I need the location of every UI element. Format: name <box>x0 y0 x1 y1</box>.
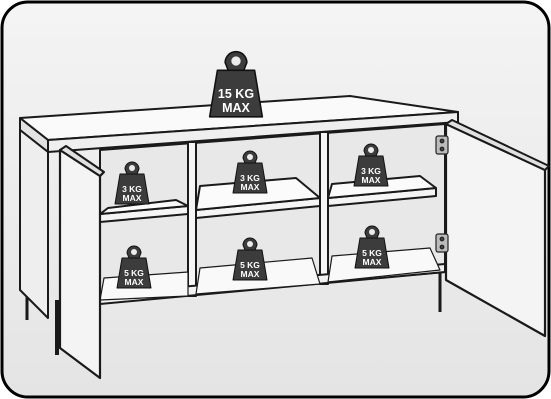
weight-upper-center-label-line2: MAX <box>241 182 260 192</box>
hinge-lower-icon <box>435 233 449 253</box>
weight-upper-center-label-line1: 3 KG <box>240 173 260 183</box>
weight-lower-center-label-line1: 5 KG <box>240 260 260 270</box>
weight-upper-left-label-line2: MAX <box>123 193 142 203</box>
weight-upper-right-label-line1: 3 KG <box>361 166 381 176</box>
weight-top-label-line2: MAX <box>222 101 250 115</box>
weight-lower-right-label-line2: MAX <box>363 257 382 267</box>
cabinet-left-side <box>19 129 49 319</box>
weight-lower-left-label-line2: MAX <box>125 277 144 287</box>
weight-lower-right-label-line1: 5 KG <box>362 248 382 258</box>
weight-lower-center-label-line2: MAX <box>241 269 260 279</box>
weight-top-label-line1: 15 KG <box>218 87 254 101</box>
weight-upper-right-label-line2: MAX <box>362 175 381 185</box>
hinge-upper-icon <box>435 135 449 155</box>
weight-lower-left-label-line1: 5 KG <box>124 268 144 278</box>
divider-right <box>319 131 329 285</box>
left-door <box>58 148 102 380</box>
divider-left <box>187 141 197 297</box>
weight-upper-left-label-line1: 3 KG <box>122 184 142 194</box>
